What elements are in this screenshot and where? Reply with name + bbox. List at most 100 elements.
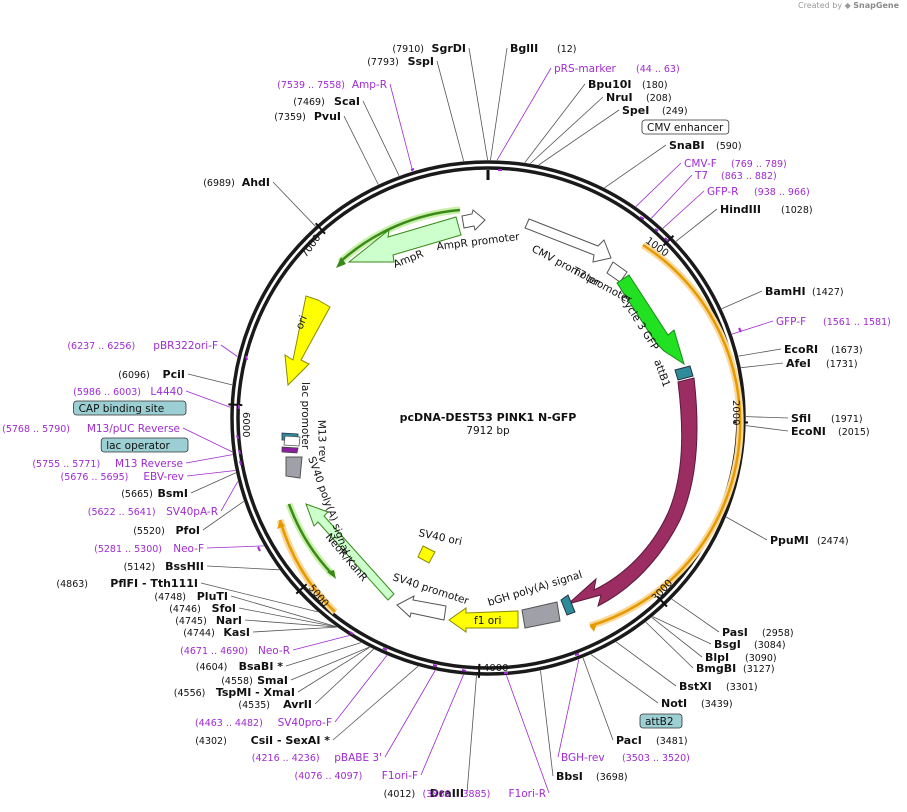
tick-5000 xyxy=(295,583,308,595)
feature-lac-promoter[interactable] xyxy=(283,435,301,447)
label-prs-marker[interactable]: pRS-marker xyxy=(554,63,617,75)
label-pos-bsshii: (5142) xyxy=(124,562,156,573)
feature-neor-kanr[interactable] xyxy=(305,503,395,601)
feature-attb2[interactable] xyxy=(560,594,576,616)
leader-pbr322ori-f xyxy=(220,344,238,357)
label-pcii[interactable]: PciI xyxy=(163,368,185,381)
feature-box-attb2[interactable] xyxy=(639,713,683,729)
feature-sv40-promoter[interactable] xyxy=(396,595,447,621)
label-bglii[interactable]: BglII xyxy=(510,42,538,55)
label-pbr322ori-f[interactable]: pBR322ori-F xyxy=(153,340,218,352)
feature-box-lac-operator[interactable] xyxy=(100,437,189,453)
label-pos-bsabi: (4604) xyxy=(196,662,228,673)
label-bpu10i[interactable]: Bpu10I xyxy=(588,78,632,91)
feature-f1-ori[interactable] xyxy=(448,607,519,633)
label-kasi[interactable]: KasI xyxy=(223,626,250,639)
label-pos-cmv-f: (769 .. 789) xyxy=(731,159,787,170)
feature-box-cmv-enhancer[interactable] xyxy=(641,119,730,135)
label-pos-econi: (2015) xyxy=(838,427,870,438)
label-bsgi[interactable]: BsgI xyxy=(714,638,741,651)
leader-t7 xyxy=(651,174,693,219)
leader-sv40pa-r xyxy=(220,481,239,512)
label-pfoi[interactable]: PfoI xyxy=(176,524,201,537)
label-bmgbi[interactable]: BmgBI xyxy=(696,662,736,675)
label-pos-bmgbi: (3127) xyxy=(743,664,775,675)
label-snabi[interactable]: SnaBI xyxy=(669,139,705,152)
label-pos-f1ori-r: (3866 .. 3885) xyxy=(423,789,491,800)
label-pos-pbabe-3: (4216 .. 4236) xyxy=(252,753,320,764)
feature-cycle3-gfp[interactable] xyxy=(616,274,685,366)
label-pos-sspi: (7793) xyxy=(367,57,399,68)
label-ppumi[interactable]: PpuMI xyxy=(770,534,809,547)
label-tspmi-xmai[interactable]: TspMI - XmaI xyxy=(216,686,295,699)
leader-smai xyxy=(290,646,370,681)
label-sfii[interactable]: SfiI xyxy=(791,412,811,425)
label-draiii[interactable]: DraIII xyxy=(430,787,464,800)
label-gfp-f[interactable]: GFP-F xyxy=(776,316,806,328)
label-ecori[interactable]: EcoRI xyxy=(784,343,818,356)
label-noti[interactable]: NotI xyxy=(661,697,687,710)
label-amp-r[interactable]: Amp-R xyxy=(352,79,387,91)
label-nrui[interactable]: NruI xyxy=(606,91,633,104)
label-afei[interactable]: AfeI xyxy=(786,357,811,370)
label-econi[interactable]: EcoNI xyxy=(791,425,826,438)
label-l4440[interactable]: L4440 xyxy=(150,386,183,398)
label-sspi[interactable]: SspI xyxy=(408,55,434,68)
label-bbsi[interactable]: BbsI xyxy=(556,770,583,783)
label-avrii[interactable]: AvrII xyxy=(283,698,312,711)
label-sgrdi[interactable]: SgrDI xyxy=(432,42,466,55)
feature-attb1[interactable] xyxy=(674,365,694,381)
label-t7[interactable]: T7 xyxy=(694,170,708,182)
label-smai[interactable]: SmaI xyxy=(257,674,288,687)
label-pos-afei: (1731) xyxy=(826,359,858,370)
label-gfp-r[interactable]: GFP-R xyxy=(707,186,738,198)
label-hindiii[interactable]: HindIII xyxy=(720,203,761,216)
label-f1ori-r[interactable]: F1ori-R xyxy=(509,788,546,800)
feature-ampr-promoter[interactable] xyxy=(461,209,486,231)
credit-line: Created by ◆ SnapGene xyxy=(798,1,899,10)
label-csii-sexai[interactable]: CsiI - SexAI * xyxy=(251,734,331,747)
label-nari[interactable]: NarI xyxy=(216,614,242,627)
label-ebv-rev[interactable]: EBV-rev xyxy=(143,471,184,483)
label-bsabi[interactable]: BsaBI * xyxy=(239,660,284,673)
feature-m13-rev[interactable] xyxy=(281,446,299,454)
label-pos-prs-marker: (44 .. 63) xyxy=(636,64,680,75)
label-f1ori-f[interactable]: F1ori-F xyxy=(382,770,418,782)
label-m13-reverse[interactable]: M13 Reverse xyxy=(115,458,183,470)
feature-ampr[interactable] xyxy=(347,216,462,263)
label-sv40pro-f[interactable]: SV40pro-F xyxy=(278,717,332,729)
label-cmv-f[interactable]: CMV-F xyxy=(684,158,717,170)
label-paci[interactable]: PacI xyxy=(616,734,642,747)
green-band-neor xyxy=(287,503,334,576)
feature-box-cap-binding-site[interactable] xyxy=(73,400,187,416)
label-bgh-rev[interactable]: BGH-rev xyxy=(561,752,605,764)
label-bstxi[interactable]: BstXI xyxy=(679,680,712,693)
label-neo-r[interactable]: Neo-R xyxy=(258,645,290,657)
label-scai[interactable]: ScaI xyxy=(334,95,360,108)
feature-ori[interactable] xyxy=(284,295,331,387)
label-sfoi[interactable]: SfoI xyxy=(212,602,236,615)
feature-pink1[interactable] xyxy=(567,377,698,607)
feature-sv40-ori[interactable] xyxy=(417,545,436,564)
label-pflfi-tth111i[interactable]: PflFI - Tth111I xyxy=(110,577,198,590)
label-m13-puc-reverse[interactable]: M13/pUC Reverse xyxy=(87,423,180,435)
label-sv40pa-r[interactable]: SV40pA-R xyxy=(166,506,218,518)
feature-sv40-polya[interactable] xyxy=(285,456,303,479)
label-ahdi[interactable]: AhdI xyxy=(242,176,270,189)
label-pasi[interactable]: PasI xyxy=(722,626,748,639)
label-pos-l4440: (5986 .. 6003) xyxy=(73,387,141,398)
feature-bgh-polya[interactable] xyxy=(521,601,561,629)
label-bsmi[interactable]: BsmI xyxy=(158,487,189,500)
label-bsshii[interactable]: BssHII xyxy=(165,560,204,573)
feature-cmv-promoter[interactable] xyxy=(524,218,612,263)
leader-sfii xyxy=(745,416,789,419)
credit-brand: SnapGene xyxy=(853,1,899,10)
label-pbabe-3[interactable]: pBABE 3' xyxy=(334,752,382,764)
label-neo-f[interactable]: Neo-F xyxy=(173,543,204,555)
label-pvui[interactable]: PvuI xyxy=(314,110,341,123)
feature-box-label-lac-operator: lac operator xyxy=(106,440,170,452)
label-bamhi[interactable]: BamHI xyxy=(765,285,806,298)
label-blpi[interactable]: BlpI xyxy=(705,651,729,664)
label-pluti[interactable]: PluTI xyxy=(197,590,228,603)
label-spei[interactable]: SpeI xyxy=(622,104,649,117)
